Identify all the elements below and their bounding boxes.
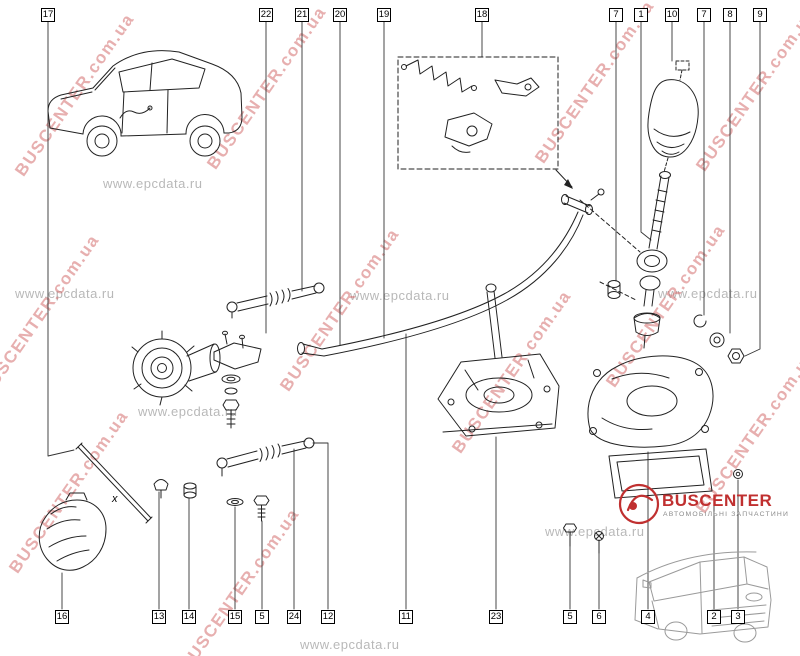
callout-19[interactable]: 19 <box>377 8 391 22</box>
shift-housing-front <box>437 283 560 437</box>
link-rod-upper <box>226 282 325 319</box>
grommet-horn <box>131 330 221 406</box>
callout-12[interactable]: 12 <box>321 610 335 624</box>
leader-lines <box>47 21 761 610</box>
callout-13[interactable]: 13 <box>152 610 166 624</box>
callout-17[interactable]: 17 <box>41 8 55 22</box>
housing-gasket <box>608 448 713 499</box>
callout-9[interactable]: 9 <box>753 8 767 22</box>
callout-22[interactable]: 22 <box>259 8 273 22</box>
callout-15[interactable]: 15 <box>228 610 242 624</box>
gear-knob <box>647 60 699 173</box>
bolt-5-right <box>563 523 577 547</box>
washer-8 <box>709 332 725 348</box>
callout-4[interactable]: 4 <box>641 610 655 624</box>
buscenter-logo-name: BUSCENTER <box>662 491 773 510</box>
nut-9 <box>727 348 745 364</box>
callout-1[interactable]: 1 <box>634 8 648 22</box>
callout-5b[interactable]: 5 <box>563 610 577 624</box>
dimension-label: x <box>112 493 118 505</box>
rod-end-joint <box>561 188 605 215</box>
callout-16[interactable]: 16 <box>55 610 69 624</box>
callout-11[interactable]: 11 <box>399 610 413 624</box>
callout-20[interactable]: 20 <box>333 8 347 22</box>
callout-24[interactable]: 24 <box>287 610 301 624</box>
callout-8[interactable]: 8 <box>723 8 737 22</box>
callout-5a[interactable]: 5 <box>255 610 269 624</box>
bushing-7-left <box>607 280 621 299</box>
shift-housing-rear <box>587 355 714 448</box>
callout-21[interactable]: 21 <box>295 8 309 22</box>
callout-14[interactable]: 14 <box>182 610 196 624</box>
gearshift-linkage-rod <box>297 211 584 357</box>
callout-10[interactable]: 10 <box>665 8 679 22</box>
mount-bracket-24 <box>213 330 262 429</box>
buscenter-logo-tagline: АВТОМОБІЛЬНІ ЗАПЧАСТИНИ <box>663 511 790 518</box>
link-rod-lower <box>216 437 315 477</box>
car-illustration <box>47 50 243 157</box>
callout-3[interactable]: 3 <box>731 610 745 624</box>
callout-7a[interactable]: 7 <box>609 8 623 22</box>
van-illustration <box>634 551 772 643</box>
callout-2[interactable]: 2 <box>707 610 721 624</box>
callout-23[interactable]: 23 <box>489 610 503 624</box>
lever-boot <box>38 492 107 571</box>
screw-6 <box>594 531 604 554</box>
gear-lever <box>579 171 671 349</box>
callout-6[interactable]: 6 <box>592 610 606 624</box>
clip-3 <box>733 469 743 479</box>
callout-7b[interactable]: 7 <box>697 8 711 22</box>
selector-cable-rod <box>75 442 153 524</box>
callout-18[interactable]: 18 <box>475 8 489 22</box>
circlip-7-right <box>693 314 707 328</box>
small-fasteners <box>153 479 270 522</box>
detail-inset-box <box>397 56 573 189</box>
buscenter-logo-emblem <box>618 483 660 525</box>
